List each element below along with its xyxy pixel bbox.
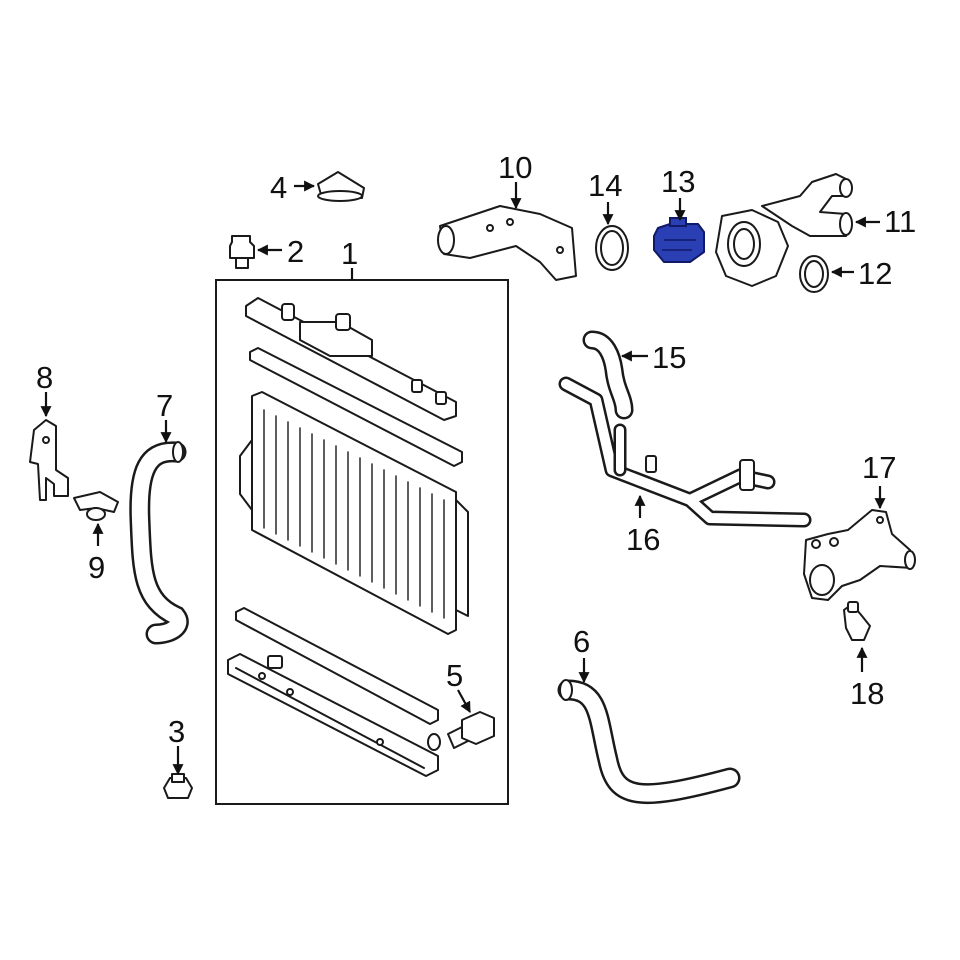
part-6-lower-hose — [557, 658, 741, 804]
callout-17: 17 — [862, 450, 896, 485]
part-3-plug — [163, 746, 193, 799]
part-5-drain-cock — [427, 689, 495, 751]
part-8-bracket — [29, 392, 69, 501]
lower-tank — [227, 653, 439, 777]
lower-seal — [235, 607, 439, 725]
callout-8: 8 — [36, 360, 53, 395]
callout-4: 4 — [270, 170, 287, 205]
callout-18: 18 — [850, 676, 884, 711]
part-2-clip — [229, 235, 282, 269]
upper-seal — [249, 347, 463, 467]
part-7-upper-hose — [129, 420, 189, 645]
part-18-temperature-sensor — [843, 601, 871, 672]
radiator-core — [239, 391, 469, 635]
callout-5: 5 — [446, 658, 463, 693]
part-15-bypass-hose — [582, 330, 648, 420]
part-10-inlet-pipe — [437, 182, 577, 281]
part-14-gasket — [595, 202, 629, 271]
callout-1: 1 — [341, 236, 358, 271]
callout-16: 16 — [626, 522, 660, 557]
part-4-radiator-cap — [294, 171, 365, 202]
upper-tank — [245, 297, 457, 421]
callout-9: 9 — [88, 550, 105, 585]
callout-labels: 1 2 3 4 5 6 7 8 9 10 11 12 13 14 15 16 1… — [36, 150, 916, 749]
part-13-thermostat — [653, 198, 705, 263]
part-9-clamp — [73, 491, 119, 546]
callout-2: 2 — [287, 234, 304, 269]
radiator-assembly-group — [215, 268, 509, 805]
callout-11: 11 — [884, 204, 916, 239]
part-12-oring — [799, 255, 854, 293]
part-17-inlet-housing — [803, 486, 916, 601]
callout-10: 10 — [498, 150, 532, 185]
callout-3: 3 — [168, 714, 185, 749]
callout-15: 15 — [652, 340, 686, 375]
callout-6: 6 — [573, 624, 590, 659]
callout-7: 7 — [156, 388, 173, 423]
callout-13: 13 — [661, 164, 695, 199]
part-16-water-pipe — [558, 376, 812, 528]
radiator-assembly-box — [215, 279, 509, 805]
callout-12: 12 — [858, 256, 892, 291]
callout-14: 14 — [588, 168, 622, 203]
part-11-outlet-housing — [715, 173, 880, 287]
